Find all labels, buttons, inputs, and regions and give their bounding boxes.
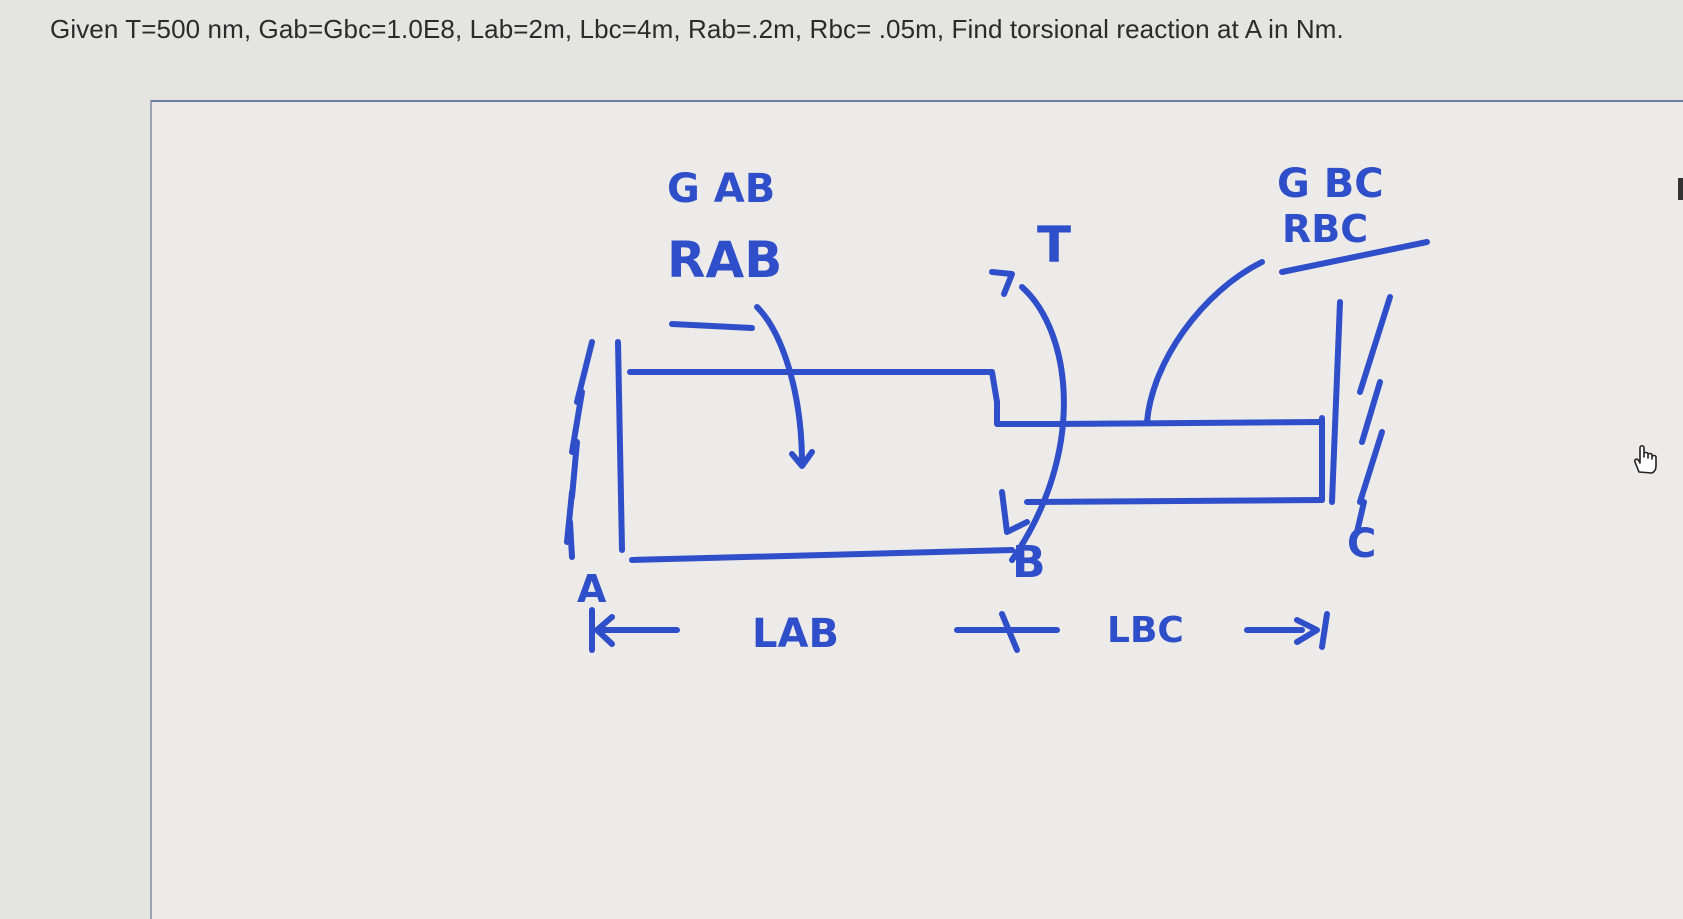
shaft-step-b (994, 399, 1055, 535)
torque-arrow (989, 269, 1067, 563)
question-text: Given T=500 nm, Gab=Gbc=1.0E8, Lab=2m, L… (50, 14, 1344, 44)
sketch-image-panel: G AB RAB T G BC RBC A B C LAB LBC (150, 100, 1683, 919)
shaft-segment-bc (1024, 415, 1325, 505)
label-g-ab: G AB (667, 166, 775, 212)
scrollbar-thumb[interactable] (1678, 178, 1683, 200)
label-point-b: B (1012, 537, 1046, 588)
label-torque: T (1037, 216, 1071, 274)
rab-leader-line (669, 304, 815, 469)
label-g-bc: G BC (1277, 161, 1384, 207)
label-l-ab: LAB (752, 611, 839, 657)
shaft-sketch: G AB RAB T G BC RBC A B C LAB LBC (564, 161, 1430, 657)
label-l-bc: LBC (1107, 610, 1184, 651)
label-r-bc: RBC (1282, 207, 1368, 251)
fixed-wall-a (564, 339, 595, 560)
fixed-wall-c (1329, 294, 1393, 535)
shaft-segment-ab (615, 339, 1015, 563)
pointing-hand-icon (1634, 444, 1657, 474)
rbc-leader-line (1144, 239, 1430, 425)
label-point-a: A (577, 567, 607, 611)
label-point-c: C (1347, 521, 1376, 567)
dimension-lines (589, 607, 1330, 653)
label-r-ab: RAB (667, 231, 782, 289)
